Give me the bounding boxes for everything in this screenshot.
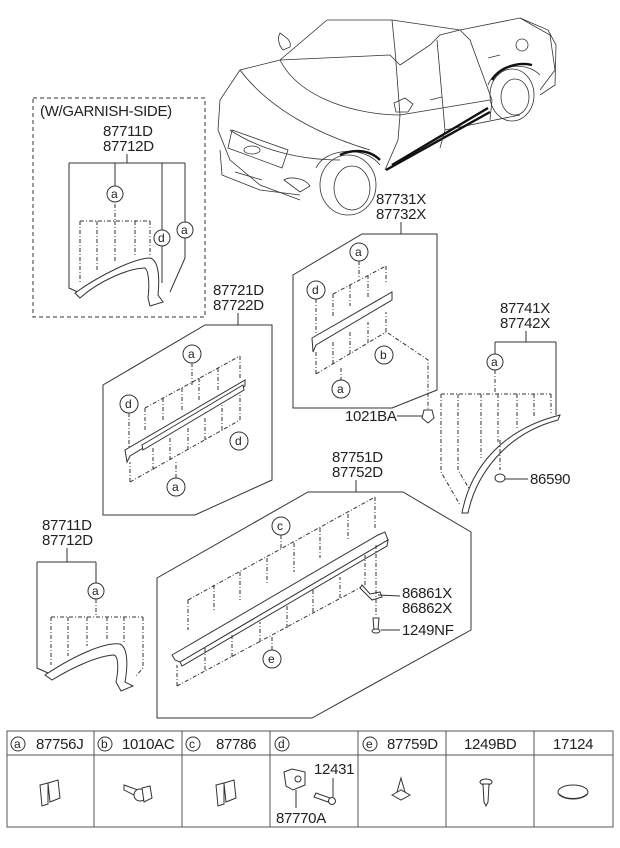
legend-col-1249BD: 1249BD [464,736,517,808]
callout-label: a [188,347,195,361]
sill-highlight [385,110,491,172]
fastener-1021BA: 1021BA [345,408,435,425]
legend-col-d: d 12431 87770A [274,736,355,827]
part-number: 87742X [500,315,550,332]
screw-1249NF: 1249NF [371,545,454,639]
clip-icon [494,473,506,483]
part-number: 1249NF [402,622,454,639]
part-number: 86861X [402,585,452,602]
callout-label: a [491,355,498,369]
callout-label: b [380,348,387,362]
part-number: 86862X [402,600,452,617]
callout-a [106,185,124,203]
part-number: 87711D [103,123,153,140]
group-front-door-moulding: 87721D 87722D a d d a [102,282,273,516]
callout-label: a [337,382,344,396]
legend-part-number: 87759D [387,736,438,753]
part-number: 87721D [213,282,264,299]
callout-label: a [92,584,99,598]
part-number: 87712D [103,138,154,155]
part-number: 87711D [42,517,92,534]
group-rear-arch: 87741X 87742X a [440,300,561,514]
vehicle-illustration [217,17,557,216]
plug-icon [557,784,589,800]
legend-sub-part-number: 87770A [276,810,326,827]
fastener-legend-table: a 87756J b 1010AC c 87786 [6,730,614,828]
legend-key: c [189,737,195,751]
wheel-arch-garnish [44,643,135,692]
callout-label: a [355,245,362,259]
rear-door-moulding-strip [311,291,393,353]
callout-label: c [277,519,283,533]
rear-arch-highlight [490,62,533,81]
legend-part-number: 1010AC [122,736,175,753]
bracket-icon [359,584,383,601]
clip-icon [215,779,237,807]
legend-col-17124: 17124 [553,736,594,800]
callout-label: d [125,397,132,411]
clip-icon [39,779,61,807]
legend-key: a [14,737,21,751]
bracket-clip-icon [283,768,306,808]
clip-icon [421,409,435,424]
legend-part-number: 17124 [553,736,593,753]
part-number: 87712D [42,532,93,549]
part-number: 86590 [530,471,570,488]
part-number: 87732X [376,206,426,223]
callout-label: a [172,480,179,494]
legend-col-e: e 87759D [362,736,439,801]
part-number: 87751D [332,449,383,466]
legend-part-number: 1249BD [464,736,517,753]
legend-key: e [366,737,373,751]
fastener-icon [390,776,412,801]
legend-sub-part-number: 12431 [314,761,354,778]
callout-label: e [268,652,275,666]
legend-col-b: b 1010AC [97,736,175,803]
fastener-86590: 86590 [494,471,571,488]
callout-d [229,431,249,451]
legend-col-c: c 87786 [185,736,257,807]
legend-key: b [101,737,108,751]
callout-a [176,221,194,239]
legend-part-number: 87786 [216,736,256,753]
group-front-arch: 87711D 87712D a [36,517,144,692]
screw-icon [313,778,336,805]
legend-key: d [278,737,285,751]
screw-icon [479,778,493,808]
garnish-side-note: (W/GARNISH-SIDE) [40,103,172,120]
screw-icon [372,617,380,631]
bracket-86861X: 86861X 86862X [359,584,453,617]
part-number: 1021BA [345,408,397,425]
callout-label: d [158,231,165,245]
callout-label: d [235,434,242,448]
part-number: 87741X [500,300,550,317]
rear-arch-garnish [461,414,561,514]
callout-label: d [312,283,319,297]
group-side-sill: 87751D 87752D c e [156,449,472,719]
callout-label: a [111,187,118,201]
part-number: 87731X [376,191,426,208]
callout-label: a [181,223,188,237]
legend-part-number: 87756J [36,736,83,753]
push-pin-icon [123,784,153,803]
callout-d [153,229,171,247]
part-number: 87722D [213,297,264,314]
wheel-arch-garnish [74,257,164,307]
front-arch-highlight [339,149,381,161]
door-moulding-highlight [391,106,489,167]
group-rear-door-moulding: 87731X 87732X a d b a [292,191,438,412]
legend-col-a: a 87756J [10,736,84,807]
group-garnish-side: (W/GARNISH-SIDE) 87711D 87712D a d a [32,97,206,318]
part-number: 87752D [332,464,383,481]
callout-b [374,345,394,365]
